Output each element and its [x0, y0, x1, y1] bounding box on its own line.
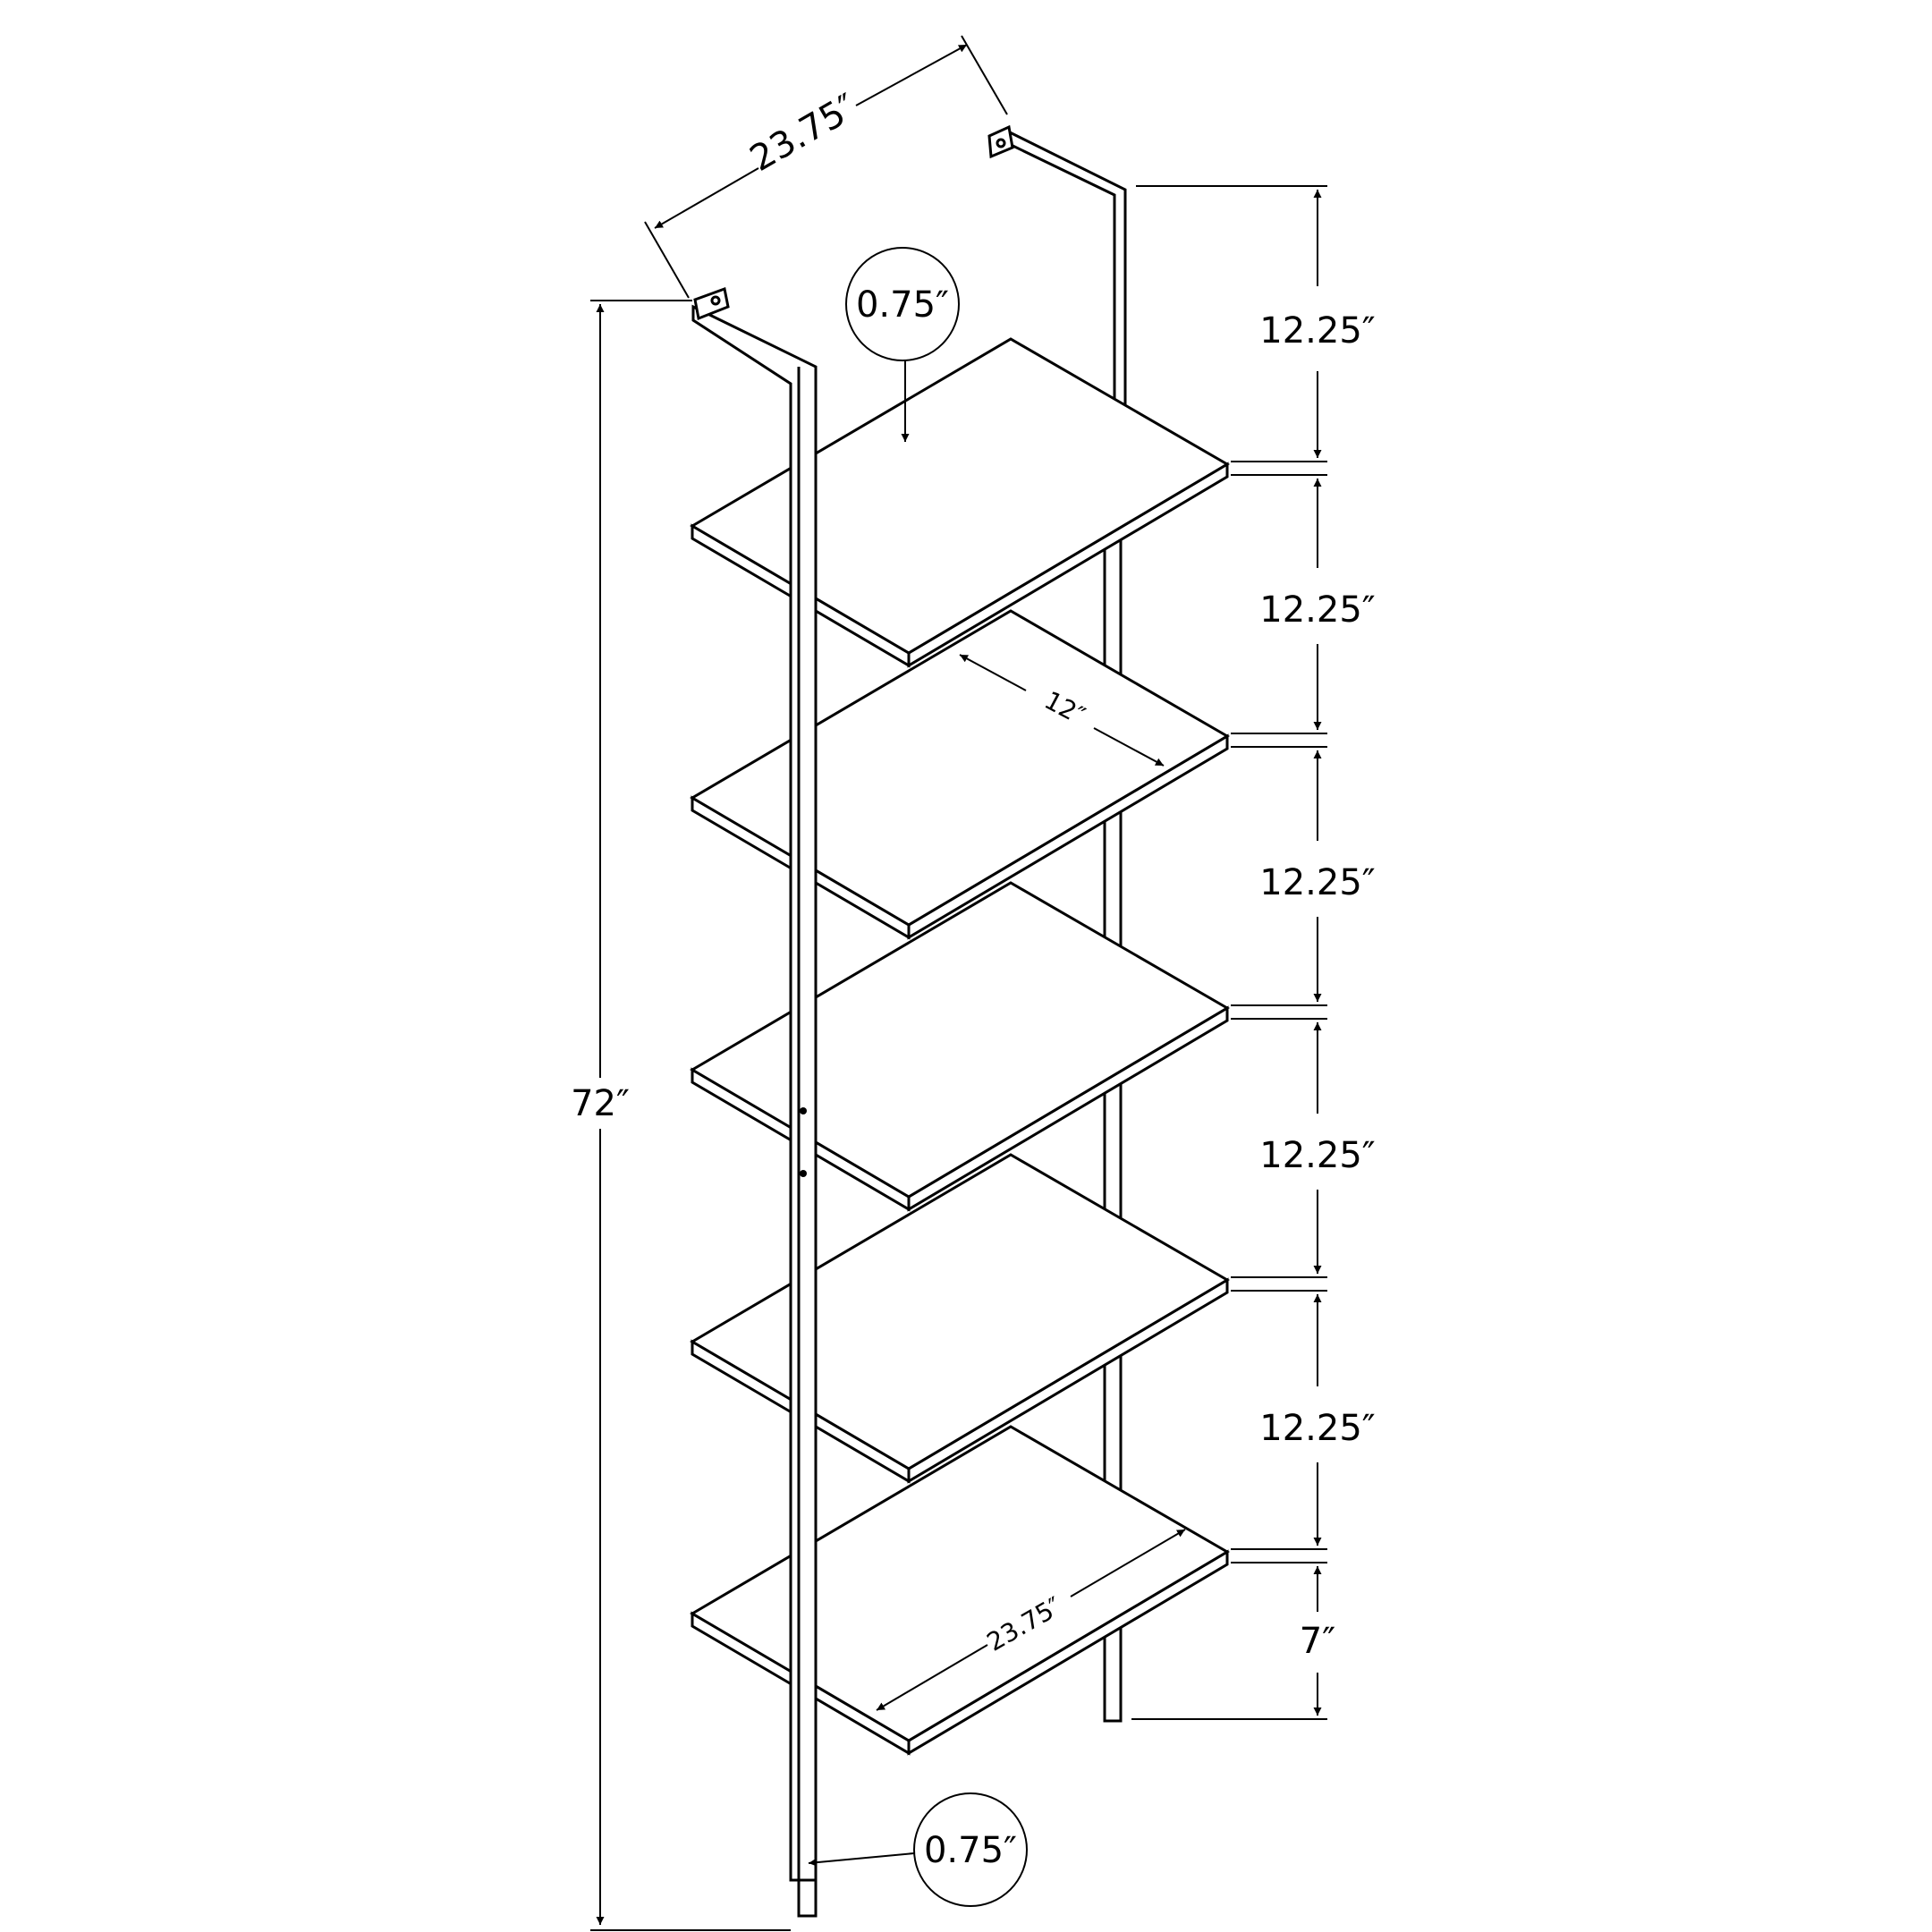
shelf-spacing-dimensions: 12.25″ 12.25″ 12.25″ 12.25″ 12.25″ 7″: [1131, 185, 1376, 1720]
back-leg-segment-5: [1103, 1624, 1123, 1723]
shelves: [690, 337, 1230, 1756]
shelf-spacing-label-4: 12.25″: [1259, 1135, 1375, 1176]
back-leg-segment-4: [1103, 1352, 1123, 1502]
shelf-thickness-label: 0.75″: [856, 284, 949, 326]
back-screw-hole-icon: [996, 138, 1006, 148]
shelf-spacing-label-1: 12.25″: [1259, 310, 1375, 352]
back-bracket-tab: [987, 124, 1014, 159]
back-leg-segment-3: [1103, 1079, 1123, 1229]
total-height-label: 72″: [571, 1083, 630, 1124]
total-height-dimension: 72″: [571, 300, 791, 1931]
shelf-3: [690, 881, 1230, 1212]
front-bracket-tab: [693, 286, 730, 321]
front-leg-joint-dot: [800, 1107, 807, 1114]
shelf-thickness-callout: 0.75″: [845, 247, 960, 442]
front-leg-joint-dot: [800, 1170, 807, 1177]
leg-thickness-callout: 0.75″: [808, 1792, 1028, 1907]
shelf-spacing-label-2: 12.25″: [1259, 589, 1375, 631]
shelf-5: [690, 1425, 1230, 1756]
top-depth-dimension: 23.75″: [644, 35, 1008, 299]
shelf-1: [690, 337, 1230, 668]
front-screw-hole-icon: [710, 295, 721, 306]
leg-thickness-label: 0.75″: [924, 1830, 1017, 1871]
shelf-spacing-label-3: 12.25″: [1259, 862, 1375, 903]
shelf-4: [690, 1153, 1230, 1484]
bottom-clearance-label: 7″: [1300, 1621, 1335, 1662]
shelf-spacing-label-5: 12.25″: [1259, 1408, 1375, 1449]
front-frame: [691, 286, 818, 1918]
top-depth-label: 23.75″: [743, 86, 864, 180]
back-leg-segment-2: [1103, 806, 1123, 956]
back-leg-segment-1: [1103, 533, 1123, 683]
shelf-2: [690, 609, 1230, 940]
